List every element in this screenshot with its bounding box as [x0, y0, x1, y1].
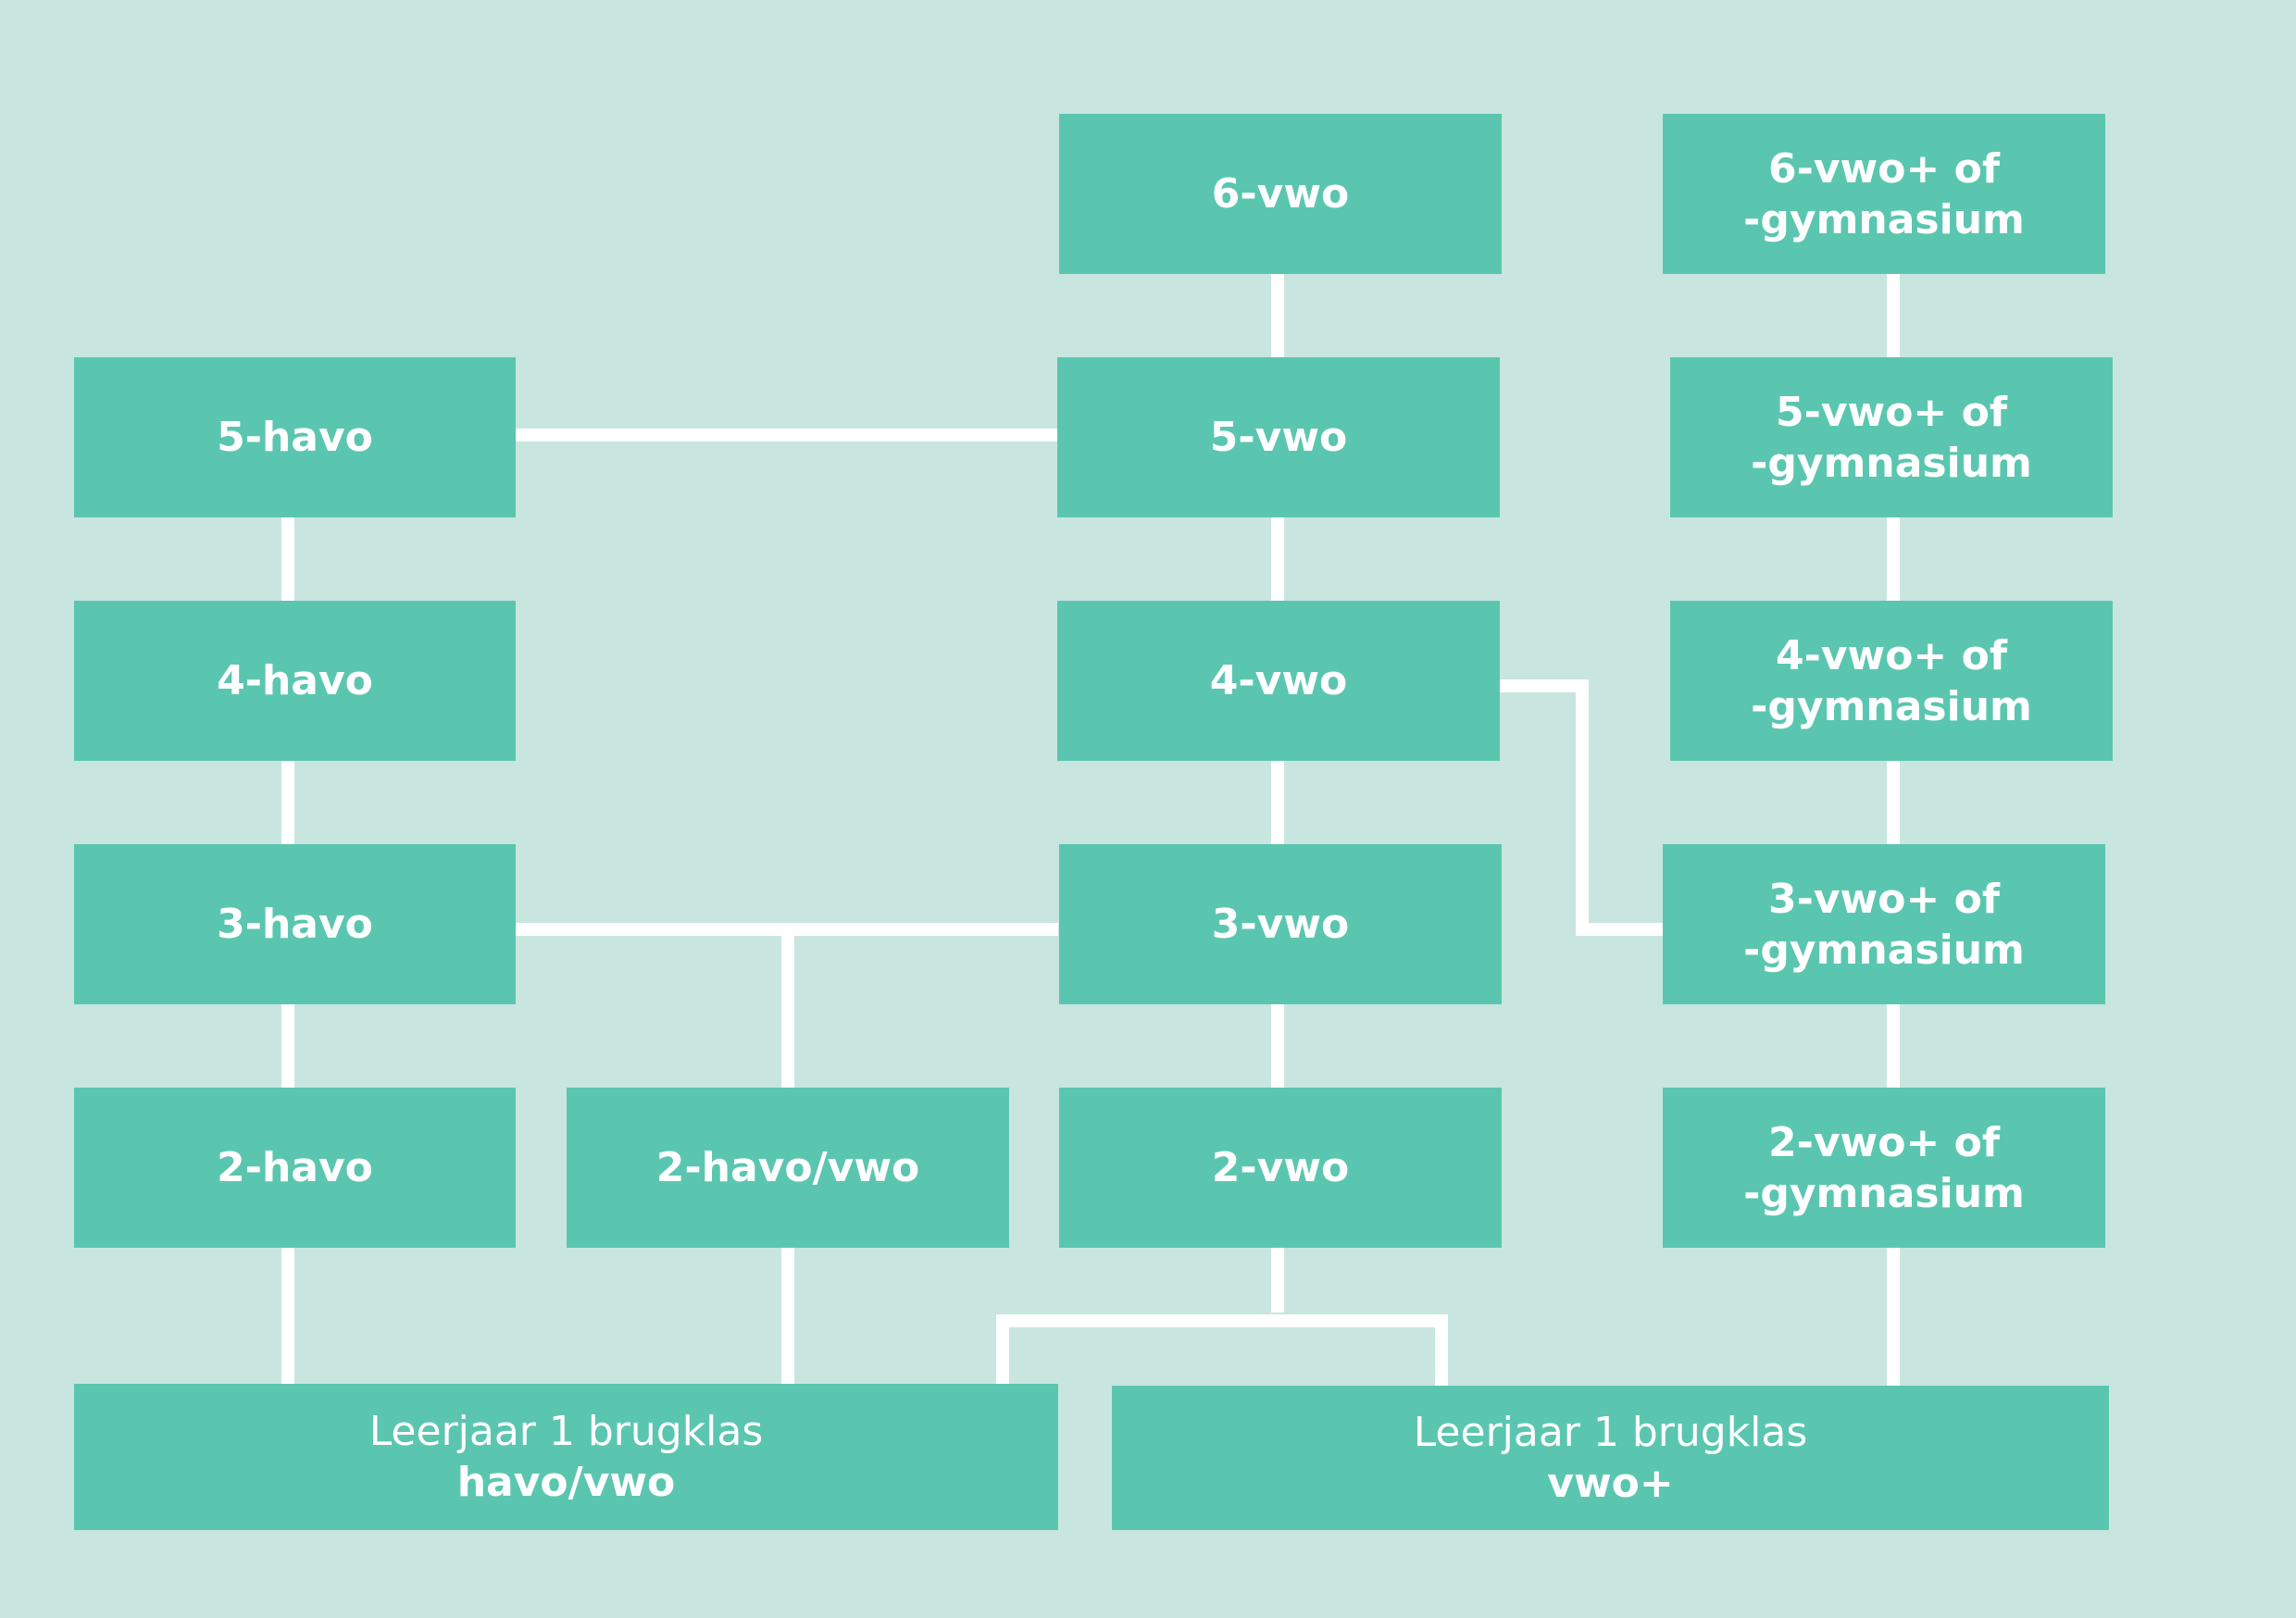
node-2-havo: 2-havo — [74, 1088, 516, 1248]
node-label-line1: Leerjaar 1 brugklas — [1413, 1409, 1808, 1456]
node-label: 2-havo/vwo — [655, 1144, 920, 1191]
node-label: 3-havo — [217, 901, 373, 948]
node-label-line2: -gymnasium — [1743, 926, 2025, 974]
node-label-line2: havo/vwo — [456, 1459, 676, 1506]
node-4-vwo-plus: 4-vwo+ of -gymnasium — [1670, 601, 2113, 761]
node-label-line2: -gymnasium — [1751, 439, 2032, 487]
node-4-vwo: 4-vwo — [1057, 601, 1500, 761]
node-label: 2-havo — [217, 1144, 373, 1191]
node-label-line1: 3-vwo+ of — [1768, 875, 2000, 923]
node-label: 4-havo — [217, 657, 373, 704]
node-2-vwo: 2-vwo — [1059, 1088, 1502, 1248]
node-label: 4-vwo — [1209, 657, 1348, 704]
node-3-havo: 3-havo — [74, 844, 516, 1004]
node-label-line1: 6-vwo+ of — [1768, 144, 2000, 193]
node-5-vwo: 5-vwo — [1057, 357, 1500, 517]
node-5-havo: 5-havo — [74, 357, 516, 517]
node-label: 2-vwo — [1211, 1144, 1350, 1191]
node-6-vwo-plus: 6-vwo+ of -gymnasium — [1663, 114, 2105, 274]
node-label-line2: -gymnasium — [1743, 1169, 2025, 1217]
node-3-vwo-plus: 3-vwo+ of -gymnasium — [1663, 844, 2105, 1004]
node-2-vwo-plus: 2-vwo+ of -gymnasium — [1663, 1088, 2105, 1248]
node-label: 3-vwo — [1211, 901, 1350, 948]
node-5-vwo-plus: 5-vwo+ of -gymnasium — [1670, 357, 2113, 517]
connector-2vwo-bracket — [996, 1314, 1448, 1386]
node-2-havo-vwo: 2-havo/vwo — [567, 1088, 1009, 1248]
node-6-vwo: 6-vwo — [1059, 114, 1502, 274]
node-label: 5-vwo — [1209, 414, 1348, 461]
node-label-line1: Leerjaar 1 brugklas — [368, 1408, 764, 1455]
node-label-line2: -gymnasium — [1751, 682, 2032, 730]
node-4-havo: 4-havo — [74, 601, 516, 761]
connector-4vwo-3plus — [1500, 679, 1663, 936]
node-label-line2: vwo+ — [1547, 1460, 1674, 1507]
node-label: 6-vwo — [1211, 170, 1350, 218]
node-label-line1: 4-vwo+ of — [1776, 631, 2007, 679]
node-brugklas-vwo-plus: Leerjaar 1 brugklas vwo+ — [1112, 1386, 2109, 1530]
node-label-line1: 2-vwo+ of — [1768, 1118, 2000, 1166]
node-label-line2: -gymnasium — [1743, 195, 2025, 243]
node-label: 5-havo — [217, 414, 373, 461]
node-label-line1: 5-vwo+ of — [1776, 388, 2007, 436]
node-3-vwo: 3-vwo — [1059, 844, 1502, 1004]
node-brugklas-havo-vwo: Leerjaar 1 brugklas havo/vwo — [74, 1384, 1058, 1530]
